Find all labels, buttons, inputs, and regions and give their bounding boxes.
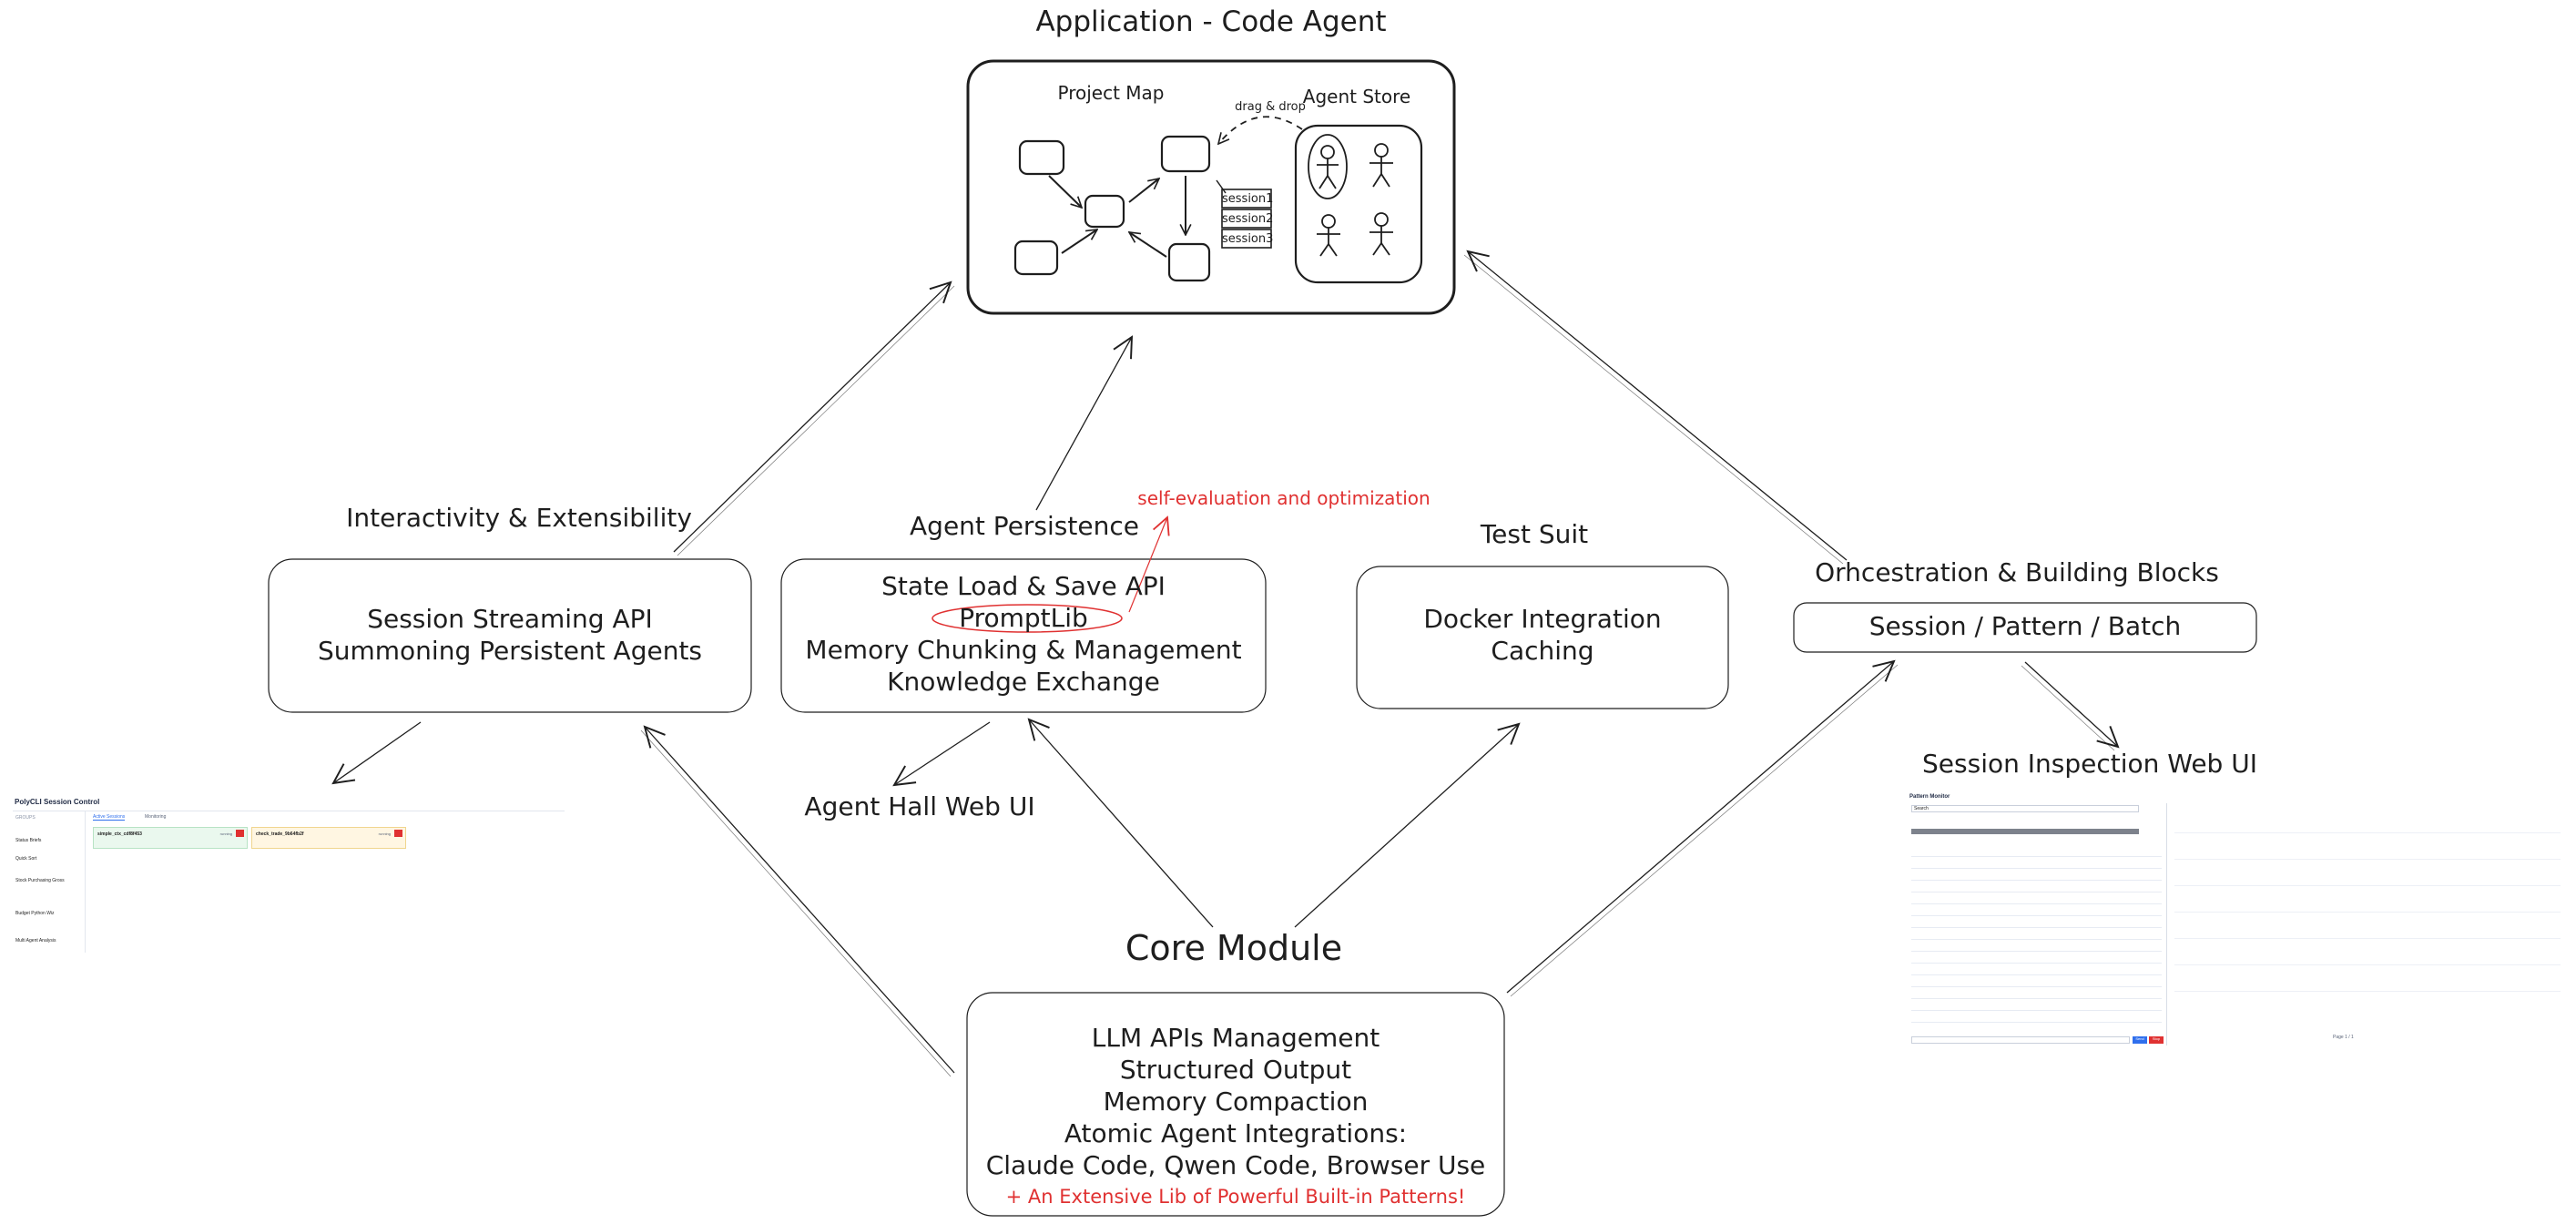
self-eval-annotation: self-evaluation and optimization xyxy=(1137,487,1431,509)
close-icon[interactable] xyxy=(236,830,244,837)
sidebar-heading: GROUPS xyxy=(15,815,36,821)
test-box xyxy=(1356,566,1729,709)
drag-drop-label: drag & drop xyxy=(1235,100,1306,114)
search-input[interactable]: Search xyxy=(1911,805,2139,812)
persistence-line: PromptLib xyxy=(959,603,1088,633)
inspection-title: Pattern Monitor xyxy=(1909,794,1950,800)
selected-list-item[interactable] xyxy=(1911,829,2139,834)
session-card-name: check_trade_9b64fb2f xyxy=(256,831,304,837)
session-card[interactable]: check_trade_9b64fb2f running xyxy=(251,827,406,849)
map-node xyxy=(1167,242,1211,282)
arrow-persistence-to-agent-hall xyxy=(894,721,991,785)
tab-monitoring[interactable]: Monitoring xyxy=(145,814,167,820)
map-node xyxy=(1160,135,1211,173)
core-line: Memory Compaction xyxy=(1103,1086,1369,1117)
persistence-line: Memory Chunking & Management xyxy=(805,635,1242,665)
map-node xyxy=(1013,240,1059,276)
arrow-persistence-to-app xyxy=(1035,337,1132,511)
map-node xyxy=(1084,194,1125,229)
map-node xyxy=(1018,139,1065,176)
agent-figure xyxy=(1317,145,1339,189)
core-line: LLM APIs Management xyxy=(1091,1023,1380,1053)
diagram-title: Application - Code Agent xyxy=(1035,5,1387,38)
interactivity-line: Session Streaming API xyxy=(367,604,653,634)
core-box xyxy=(966,992,1505,1217)
arrow-interactivity-to-app xyxy=(673,282,951,553)
core-line: Atomic Agent Integrations: xyxy=(1064,1118,1408,1148)
test-line: Docker Integration xyxy=(1423,604,1662,634)
sidebar-item[interactable]: Stock Purchasing Gross xyxy=(15,878,65,883)
agent-hall-label: Agent Hall Web UI xyxy=(804,791,1035,821)
arrow-orchestration-to-inspection xyxy=(2024,661,2118,747)
selected-agent-ring xyxy=(1308,134,1348,199)
application-frame xyxy=(966,59,1456,315)
message-input[interactable] xyxy=(1911,1036,2130,1044)
map-edge xyxy=(1128,178,1159,203)
persistence-box xyxy=(780,558,1267,713)
sidebar-item[interactable]: Multi Agent Analysis xyxy=(15,938,56,944)
arrow-core-to-orchestration xyxy=(1506,661,1894,994)
interactivity-box xyxy=(268,558,752,713)
message-list[interactable] xyxy=(1911,845,2162,1025)
agent-figure xyxy=(1369,212,1393,256)
persistence-heading: Agent Persistence xyxy=(910,511,1139,541)
sidebar-item[interactable]: Status Briefs xyxy=(15,838,42,843)
session-card-name: simple_ctx_cdf8f453 xyxy=(97,831,142,837)
session-card[interactable]: simple_ctx_cdf8f453 running xyxy=(93,827,248,849)
persistence-line: State Load & Save API xyxy=(881,571,1166,601)
session-card-status: running xyxy=(219,831,232,836)
session-control-title: PolyCLI Session Control xyxy=(15,798,100,806)
core-heading: Core Module xyxy=(1125,928,1343,968)
sidebar-item[interactable]: Budget Python Wiz xyxy=(15,911,55,916)
sidebar-item[interactable]: Quick Sort xyxy=(15,856,37,862)
agent-store-label: Agent Store xyxy=(1302,86,1411,107)
orchestration-heading: Orhcestration & Building Blocks xyxy=(1815,557,2219,587)
tab-active-sessions[interactable]: Active Sessions xyxy=(93,814,126,821)
orchestration-box xyxy=(1793,602,2257,653)
session-control-sidebar: GROUPS Status Briefs Quick Sort Stock Pu… xyxy=(13,811,86,953)
session-tag-label: session1 xyxy=(1222,192,1274,206)
interactivity-line: Summoning Persistent Agents xyxy=(317,636,703,666)
session-inspection-label: Session Inspection Web UI xyxy=(1922,749,2257,779)
inspection-detail-pane xyxy=(2174,807,2561,1007)
core-line: Structured Output xyxy=(1119,1055,1352,1085)
session-tag-label: session2 xyxy=(1222,212,1274,226)
map-edge xyxy=(1129,232,1167,258)
agent-figure xyxy=(1317,214,1340,257)
session-tag xyxy=(1221,229,1272,249)
arrow-orchestration-to-app xyxy=(1468,251,1848,561)
session-control-screenshot: PolyCLI Session Control GROUPS Status Br… xyxy=(13,796,565,953)
self-eval-arrow xyxy=(1128,517,1167,613)
agent-figure xyxy=(1369,143,1393,188)
project-map-label: Project Map xyxy=(1057,82,1165,104)
arrow-core-to-test xyxy=(1294,724,1519,928)
test-heading: Test Suit xyxy=(1480,519,1589,549)
core-extra: + An Extensive Lib of Powerful Built-in … xyxy=(1005,1186,1466,1208)
arrow-core-to-persistence xyxy=(1029,719,1214,928)
stop-button[interactable]: Stop xyxy=(2149,1036,2164,1044)
map-edge xyxy=(1048,175,1082,208)
arrow-core-to-interactivity xyxy=(645,727,955,1074)
session-tag xyxy=(1221,189,1272,209)
session-tag-label: session3 xyxy=(1222,232,1274,246)
send-button[interactable]: Send xyxy=(2133,1036,2147,1044)
pagination[interactable]: Page 1 / 1 xyxy=(2333,1035,2354,1040)
session-card-status: running xyxy=(378,831,391,836)
close-icon[interactable] xyxy=(394,830,402,837)
interactivity-heading: Interactivity & Extensibility xyxy=(346,503,692,533)
agent-store-box xyxy=(1294,124,1423,284)
map-edge xyxy=(1061,230,1097,254)
promptlib-highlight xyxy=(932,604,1123,633)
orchestration-line: Session / Pattern / Batch xyxy=(1868,611,2182,641)
test-line: Caching xyxy=(1491,636,1594,666)
drag-drop-arrow xyxy=(1218,116,1303,144)
core-line: Claude Code, Qwen Code, Browser Use xyxy=(985,1150,1486,1180)
inspection-left-pane: Search Send Stop xyxy=(1909,803,2167,1046)
persistence-line: Knowledge Exchange xyxy=(887,667,1160,697)
session-tag xyxy=(1221,209,1272,229)
arrow-interactivity-to-session-control xyxy=(333,721,422,783)
session-inspection-screenshot: Pattern Monitor Search Send Stop Page 1 … xyxy=(1909,794,2566,1046)
